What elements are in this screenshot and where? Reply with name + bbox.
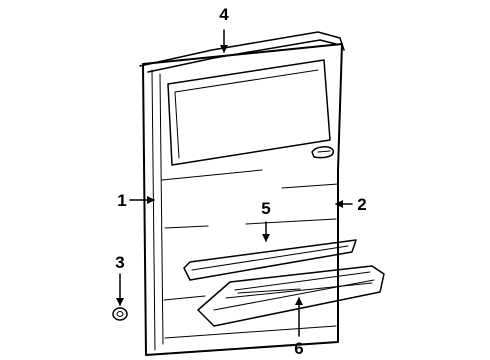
callout-labels: 4 1 2 5 3 6	[115, 5, 366, 358]
molding-upper	[183, 239, 357, 281]
callout-4: 4	[219, 5, 229, 24]
callout-6: 6	[294, 339, 303, 358]
door-shell	[142, 43, 343, 356]
callout-2: 2	[357, 195, 366, 214]
door-handle	[311, 146, 334, 159]
callout-1: 1	[117, 191, 126, 210]
window-glass	[167, 59, 331, 166]
callout-5: 5	[261, 199, 270, 218]
callout-3: 3	[115, 253, 124, 272]
leader-lines	[116, 29, 353, 337]
clip-fastener	[112, 307, 128, 321]
weatherstrip	[139, 31, 345, 73]
molding-lower	[197, 265, 385, 327]
